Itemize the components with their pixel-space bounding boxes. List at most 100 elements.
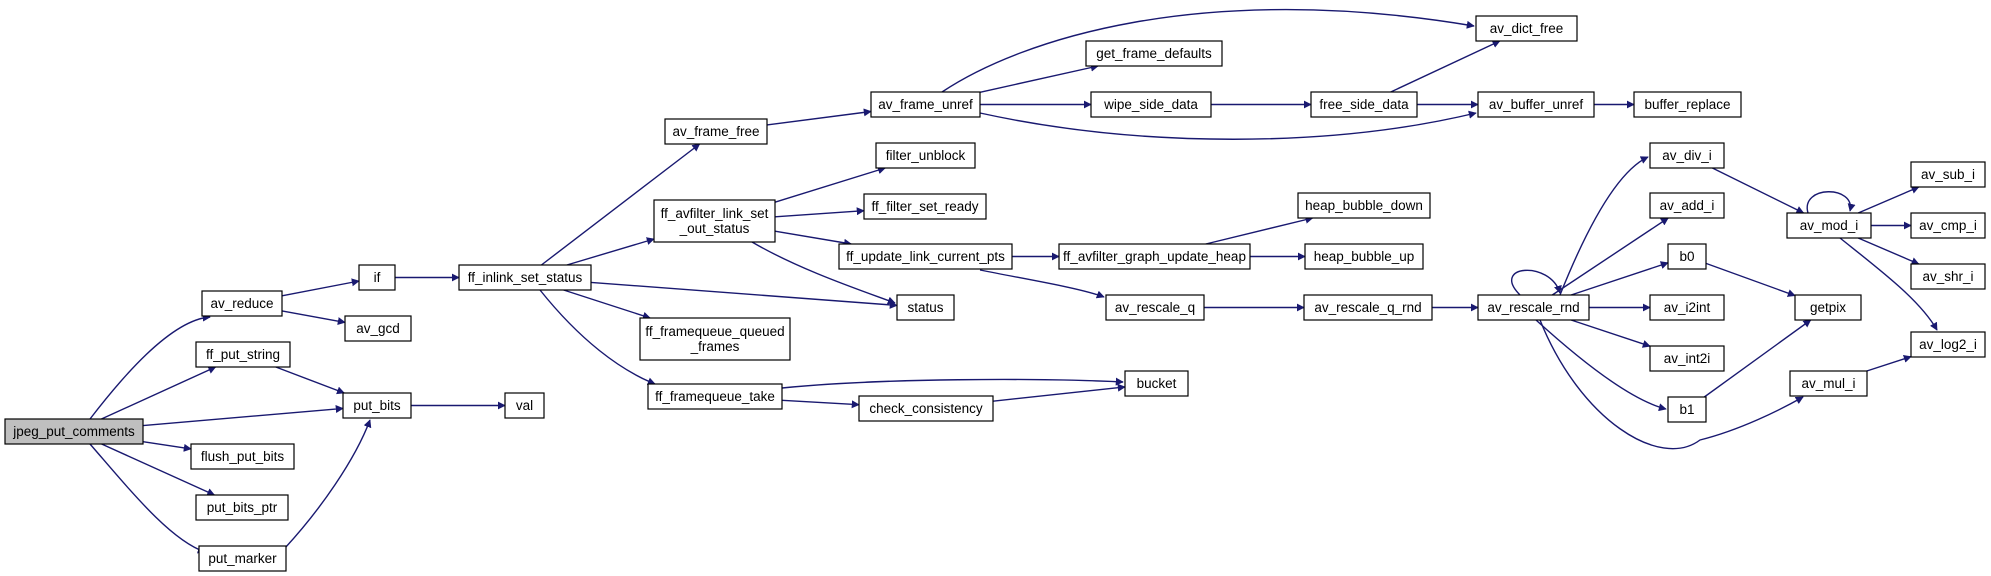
node-put_marker[interactable]: put_marker: [198, 545, 287, 572]
node-box-free_side_data[interactable]: [1310, 91, 1418, 118]
node-box-buffer_replace[interactable]: [1633, 91, 1742, 118]
node-box-val[interactable]: [504, 392, 545, 419]
node-av_i2int[interactable]: av_i2int: [1649, 294, 1725, 321]
node-box-put_bits_ptr[interactable]: [195, 494, 289, 521]
node-av_sub_i[interactable]: av_sub_i: [1910, 161, 1986, 188]
node-box-if[interactable]: [358, 264, 396, 291]
node-ff_inlink_set_status[interactable]: ff_inlink_set_status: [458, 264, 592, 291]
node-flush_put_bits[interactable]: flush_put_bits: [190, 443, 295, 470]
node-av_div_i[interactable]: av_div_i: [1649, 142, 1725, 169]
node-box-getpix[interactable]: [1794, 294, 1862, 321]
node-av_int2i[interactable]: av_int2i: [1649, 345, 1725, 372]
node-av_mul_i[interactable]: av_mul_i: [1789, 370, 1868, 397]
node-box-av_cmp_i[interactable]: [1910, 212, 1986, 239]
node-box-av_log2_i[interactable]: [1910, 331, 1986, 358]
node-ff_avfilter_link_set_out_status[interactable]: ff_avfilter_link_set_out_status: [653, 199, 776, 243]
node-label-av_add_i: av_add_i: [1660, 198, 1715, 213]
node-box-ff_framequeue_take[interactable]: [647, 383, 783, 410]
node-box-check_consistency[interactable]: [858, 395, 994, 422]
node-box-av_dict_free[interactable]: [1475, 15, 1578, 42]
node-box-jpeg_put_comments[interactable]: [4, 418, 144, 445]
node-box-wipe_side_data[interactable]: [1090, 91, 1212, 118]
node-ff_avfilter_graph_update_heap[interactable]: ff_avfilter_graph_update_heap: [1058, 243, 1251, 270]
node-box-av_sub_i[interactable]: [1910, 161, 1986, 188]
node-av_rescale_rnd[interactable]: av_rescale_rnd: [1477, 294, 1590, 321]
node-box-av_rescale_q[interactable]: [1105, 294, 1205, 321]
node-box-bucket[interactable]: [1124, 370, 1189, 397]
node-label-av_gcd: av_gcd: [356, 321, 400, 336]
node-box-av_mod_i[interactable]: [1786, 212, 1872, 239]
node-av_shr_i[interactable]: av_shr_i: [1910, 263, 1986, 290]
node-box-ff_avfilter_graph_update_heap[interactable]: [1058, 243, 1251, 270]
node-get_frame_defaults[interactable]: get_frame_defaults: [1085, 40, 1223, 67]
node-av_cmp_i[interactable]: av_cmp_i: [1910, 212, 1986, 239]
node-put_bits[interactable]: put_bits: [342, 392, 412, 419]
node-ff_filter_set_ready[interactable]: ff_filter_set_ready: [863, 193, 987, 220]
node-box-av_i2int[interactable]: [1649, 294, 1725, 321]
node-box-get_frame_defaults[interactable]: [1085, 40, 1223, 67]
edge-av_rescale_rnd-to-av_div_i: [1559, 156, 1649, 296]
node-val[interactable]: val: [504, 392, 545, 419]
node-box-ff_inlink_set_status[interactable]: [458, 264, 592, 291]
node-ff_update_link_current_pts[interactable]: ff_update_link_current_pts: [838, 243, 1013, 270]
node-av_log2_i[interactable]: av_log2_i: [1910, 331, 1986, 358]
node-getpix[interactable]: getpix: [1794, 294, 1862, 321]
node-filter_unblock[interactable]: filter_unblock: [875, 142, 976, 169]
node-box-av_mul_i[interactable]: [1789, 370, 1868, 397]
node-buffer_replace[interactable]: buffer_replace: [1633, 91, 1742, 118]
node-box-ff_put_string[interactable]: [195, 341, 291, 368]
node-box-av_shr_i[interactable]: [1910, 263, 1986, 290]
node-heap_bubble_up[interactable]: heap_bubble_up: [1304, 243, 1424, 270]
node-status[interactable]: status: [896, 294, 955, 321]
node-box-filter_unblock[interactable]: [875, 142, 976, 169]
node-av_rescale_q[interactable]: av_rescale_q: [1105, 294, 1205, 321]
node-box-ff_framequeue_queued_frames[interactable]: [639, 317, 791, 361]
node-av_rescale_q_rnd[interactable]: av_rescale_q_rnd: [1303, 294, 1433, 321]
node-av_add_i[interactable]: av_add_i: [1649, 192, 1725, 219]
node-box-heap_bubble_up[interactable]: [1304, 243, 1424, 270]
node-box-put_bits[interactable]: [342, 392, 412, 419]
node-ff_put_string[interactable]: ff_put_string: [195, 341, 291, 368]
node-box-b0[interactable]: [1667, 243, 1707, 270]
node-box-av_rescale_q_rnd[interactable]: [1303, 294, 1433, 321]
node-av_buffer_unref[interactable]: av_buffer_unref: [1477, 91, 1595, 118]
node-box-av_reduce[interactable]: [201, 290, 283, 317]
node-put_bits_ptr[interactable]: put_bits_ptr: [195, 494, 289, 521]
node-b1[interactable]: b1: [1667, 396, 1707, 423]
node-free_side_data[interactable]: free_side_data: [1310, 91, 1418, 118]
edge-jpeg_put_comments-to-put_bits_ptr: [101, 443, 216, 496]
node-box-ff_update_link_current_pts[interactable]: [838, 243, 1013, 270]
node-box-ff_filter_set_ready[interactable]: [863, 193, 987, 220]
node-bucket[interactable]: bucket: [1124, 370, 1189, 397]
node-av_frame_free[interactable]: av_frame_free: [664, 118, 768, 145]
node-ff_framequeue_queued_frames[interactable]: ff_framequeue_queued_frames: [639, 317, 791, 361]
node-box-b1[interactable]: [1667, 396, 1707, 423]
node-box-put_marker[interactable]: [198, 545, 287, 572]
node-box-av_gcd[interactable]: [344, 315, 412, 342]
node-jpeg_put_comments[interactable]: jpeg_put_comments: [4, 418, 144, 445]
node-box-flush_put_bits[interactable]: [190, 443, 295, 470]
node-av_frame_unref[interactable]: av_frame_unref: [870, 91, 981, 118]
node-box-av_frame_free[interactable]: [664, 118, 768, 145]
node-av_gcd[interactable]: av_gcd: [344, 315, 412, 342]
node-av_dict_free[interactable]: av_dict_free: [1475, 15, 1578, 42]
node-box-av_int2i[interactable]: [1649, 345, 1725, 372]
edge-av_rescale_rnd-to-b0: [1570, 261, 1669, 296]
node-heap_bubble_down[interactable]: heap_bubble_down: [1297, 192, 1431, 219]
edge-av_rescale_rnd-to-b1: [1535, 319, 1667, 412]
node-box-ff_avfilter_link_set_out_status[interactable]: [653, 199, 776, 243]
node-b0[interactable]: b0: [1667, 243, 1707, 270]
node-av_reduce[interactable]: av_reduce: [201, 290, 283, 317]
node-box-status[interactable]: [896, 294, 955, 321]
node-box-av_buffer_unref[interactable]: [1477, 91, 1595, 118]
node-box-av_rescale_rnd[interactable]: [1477, 294, 1590, 321]
node-check_consistency[interactable]: check_consistency: [858, 395, 994, 422]
node-if[interactable]: if: [358, 264, 396, 291]
node-box-av_div_i[interactable]: [1649, 142, 1725, 169]
node-av_mod_i[interactable]: av_mod_i: [1786, 212, 1872, 239]
node-box-heap_bubble_down[interactable]: [1297, 192, 1431, 219]
node-box-av_add_i[interactable]: [1649, 192, 1725, 219]
node-ff_framequeue_take[interactable]: ff_framequeue_take: [647, 383, 783, 410]
node-wipe_side_data[interactable]: wipe_side_data: [1090, 91, 1212, 118]
node-box-av_frame_unref[interactable]: [870, 91, 981, 118]
